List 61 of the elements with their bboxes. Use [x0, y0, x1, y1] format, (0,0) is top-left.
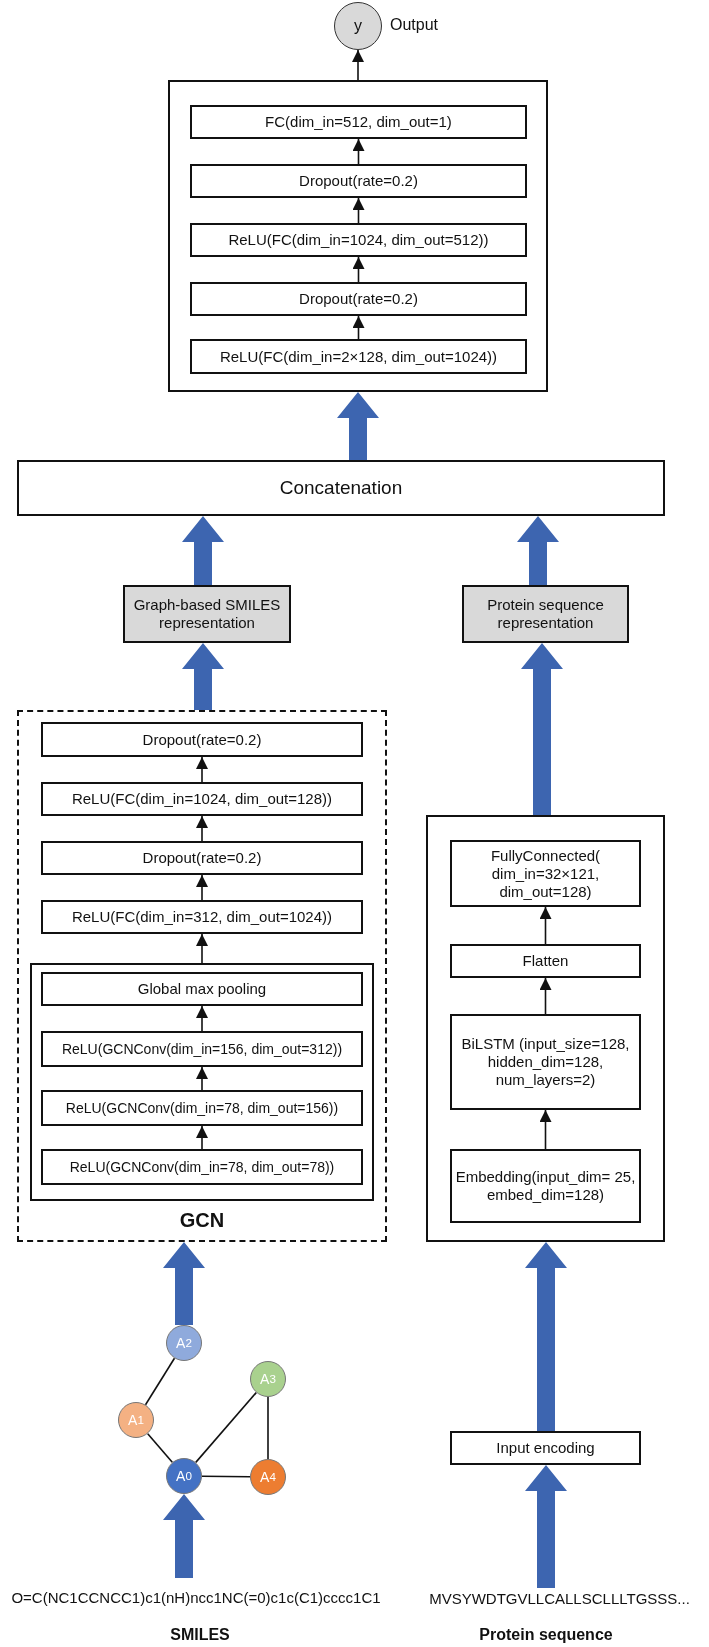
process-box: ReLU(FC(dim_in=2×128, dim_out=1024)) [190, 339, 527, 374]
arrow [196, 756, 208, 783]
arrow [539, 977, 552, 1015]
block-arrow [163, 1242, 205, 1325]
arrow [539, 1109, 552, 1150]
container-box [168, 80, 548, 392]
container-box [426, 815, 665, 1242]
representation-box: Graph-based SMILES representation [123, 585, 291, 643]
process-box: Dropout(rate=0.2) [41, 841, 363, 875]
process-box: ReLU(GCNConv(dim_in=78, dim_out=78)) [41, 1149, 363, 1185]
process-box: Concatenation [17, 460, 665, 516]
arrow [196, 1066, 208, 1091]
section-title: GCN [178, 1208, 226, 1232]
process-box: FullyConnected( dim_in=32×121, dim_out=128) [450, 840, 641, 907]
process-box: Input encoding [450, 1431, 641, 1465]
arrow [352, 49, 364, 81]
arrow [352, 315, 365, 340]
process-box: ReLU(FC(dim_in=1024, dim_out=512)) [190, 223, 527, 257]
node-caption: Output [390, 16, 439, 34]
sequence-string: MVSYWDTGVLLCALLSCLLLTGSSS... [410, 1588, 709, 1610]
block-arrow [525, 1465, 567, 1588]
arrow [196, 1005, 208, 1032]
output-node: y [334, 2, 382, 50]
input-label: SMILES [169, 1626, 231, 1644]
block-arrow [182, 643, 224, 710]
graph-edge [201, 1475, 251, 1478]
process-box: Dropout(rate=0.2) [190, 282, 527, 316]
arrow [196, 815, 208, 842]
process-box: ReLU(GCNConv(dim_in=156, dim_out=312)) [41, 1031, 363, 1067]
arrow [539, 906, 552, 945]
dashed-container [17, 710, 387, 1242]
block-arrow [517, 516, 559, 585]
input-label: Protein sequence [478, 1626, 614, 1644]
arrow [352, 138, 365, 165]
arrow [196, 933, 208, 964]
arrow [352, 256, 365, 283]
arrow [196, 1125, 208, 1150]
process-box: ReLU(FC(dim_in=312, dim_out=1024)) [41, 900, 363, 934]
process-box: Global max pooling [41, 972, 363, 1006]
block-arrow [337, 392, 379, 460]
block-arrow [521, 643, 563, 815]
process-box: Embedding(input_dim= 25, embed_dim=128) [450, 1149, 641, 1223]
smiles-string: O=C(NC1CCNCC1)c1(nH)ncc1NC(=0)c1c(C1)cccc1C1 [0, 1578, 392, 1618]
graph-edge [146, 1432, 174, 1464]
process-box: Dropout(rate=0.2) [41, 722, 363, 757]
arrow [196, 874, 208, 901]
block-arrow [525, 1242, 567, 1431]
arrow [352, 197, 365, 224]
process-box: ReLU(FC(dim_in=1024, dim_out=128)) [41, 782, 363, 816]
process-box: Flatten [450, 944, 641, 978]
graph-edge [195, 1391, 258, 1464]
container-box [30, 963, 374, 1201]
process-box: BiLSTM (input_size=128, hidden_dim=128, num_layers=2) [450, 1014, 641, 1110]
block-arrow [163, 1494, 205, 1578]
block-arrow [182, 516, 224, 585]
representation-box: Protein sequence representation [462, 585, 629, 643]
graph-edge [267, 1396, 269, 1460]
process-box: FC(dim_in=512, dim_out=1) [190, 105, 527, 139]
process-box: Dropout(rate=0.2) [190, 164, 527, 198]
graph-edge [144, 1357, 176, 1406]
process-box: ReLU(GCNConv(dim_in=78, dim_out=156)) [41, 1090, 363, 1126]
